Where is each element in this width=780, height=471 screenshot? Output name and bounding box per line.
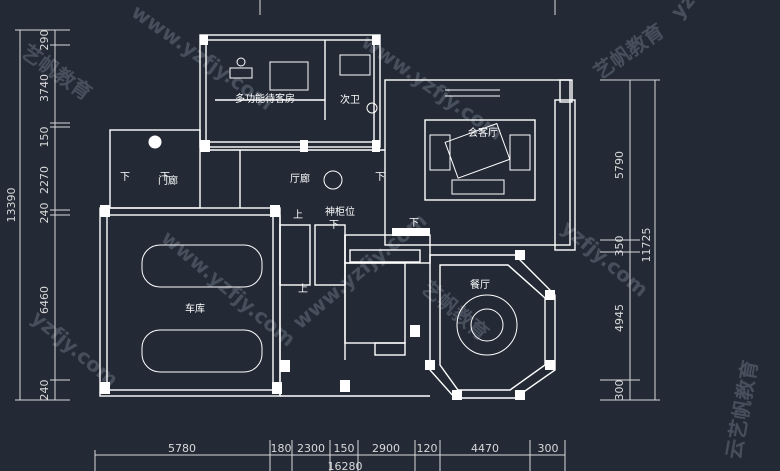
watermark-text: yzfjy.com bbox=[27, 305, 123, 391]
dimension-bottom: 5780 180 2300 150 2900 120 4470 300 1628… bbox=[168, 442, 559, 471]
room-label-garage: 车库 bbox=[185, 302, 205, 315]
dimension-lines bbox=[15, 0, 660, 471]
dim-right: 5790 bbox=[613, 151, 626, 179]
structural-columns bbox=[100, 35, 555, 400]
walls bbox=[99, 34, 576, 399]
room-label-hall: 厅廊 bbox=[290, 172, 310, 185]
dim-bottom: 180 bbox=[271, 442, 292, 455]
dim-bottom: 5780 bbox=[168, 442, 196, 455]
stair-down-label: 下 bbox=[120, 172, 130, 183]
room-label-dining: 餐厅 bbox=[470, 278, 490, 291]
dim-left: 290 bbox=[38, 30, 51, 51]
dimension-right: 5790 350 4945 300 11725 bbox=[613, 151, 653, 401]
room-label-bath: 次卫 bbox=[340, 93, 360, 106]
dim-bottom: 4470 bbox=[471, 442, 499, 455]
dim-right: 300 bbox=[613, 380, 626, 401]
dim-bottom: 2900 bbox=[372, 442, 400, 455]
furniture bbox=[141, 54, 531, 373]
dimension-left: 290 3740 150 2270 240 6460 240 13390 bbox=[5, 30, 51, 401]
watermark-text: 艺帆教育 bbox=[589, 19, 668, 85]
stair-down-label: 下 bbox=[160, 172, 170, 183]
dim-left: 240 bbox=[38, 203, 51, 224]
watermark-text: 云艺帆教育 bbox=[721, 358, 762, 461]
dim-left: 240 bbox=[38, 380, 51, 401]
room-label-entry: 门廊 bbox=[158, 174, 178, 187]
watermark-text: www.yzfjy.com bbox=[157, 225, 301, 351]
stair-down-label: 下 bbox=[409, 218, 419, 229]
dim-right: 4945 bbox=[613, 304, 626, 332]
stair-down-label: 下 bbox=[329, 220, 339, 231]
watermark-text: 艺帆教育 bbox=[17, 39, 96, 105]
dim-left: 150 bbox=[38, 127, 51, 148]
dim-right-total: 11725 bbox=[640, 228, 653, 263]
room-label-living: 会客厅 bbox=[468, 126, 498, 139]
stair-down-label: 下 bbox=[375, 172, 385, 183]
watermark-text: yzfjy.com bbox=[557, 215, 653, 301]
dim-bottom: 120 bbox=[417, 442, 438, 455]
dim-left-total: 13390 bbox=[5, 188, 18, 223]
dim-bottom: 2300 bbox=[297, 442, 325, 455]
dim-bottom: 300 bbox=[538, 442, 559, 455]
dim-left: 3740 bbox=[38, 74, 51, 102]
dim-bottom: 150 bbox=[334, 442, 355, 455]
stair-up-label: 上 bbox=[293, 209, 303, 221]
stair-up-label: 上 bbox=[298, 283, 308, 295]
dim-left: 6460 bbox=[38, 286, 51, 314]
room-labels: 多功能待客房 次卫 会客厅 门廊 厅廊 神柜位 车库 餐厅 上 上 下 下 下 … bbox=[120, 92, 498, 315]
watermark-text: yzfjy.com bbox=[665, 0, 751, 23]
dim-bottom-total: 16280 bbox=[328, 460, 363, 471]
dim-left: 2270 bbox=[38, 166, 51, 194]
room-label-multi: 多功能待客房 bbox=[235, 92, 295, 105]
room-label-shrine: 神柜位 bbox=[325, 205, 355, 218]
dim-right: 350 bbox=[613, 236, 626, 257]
